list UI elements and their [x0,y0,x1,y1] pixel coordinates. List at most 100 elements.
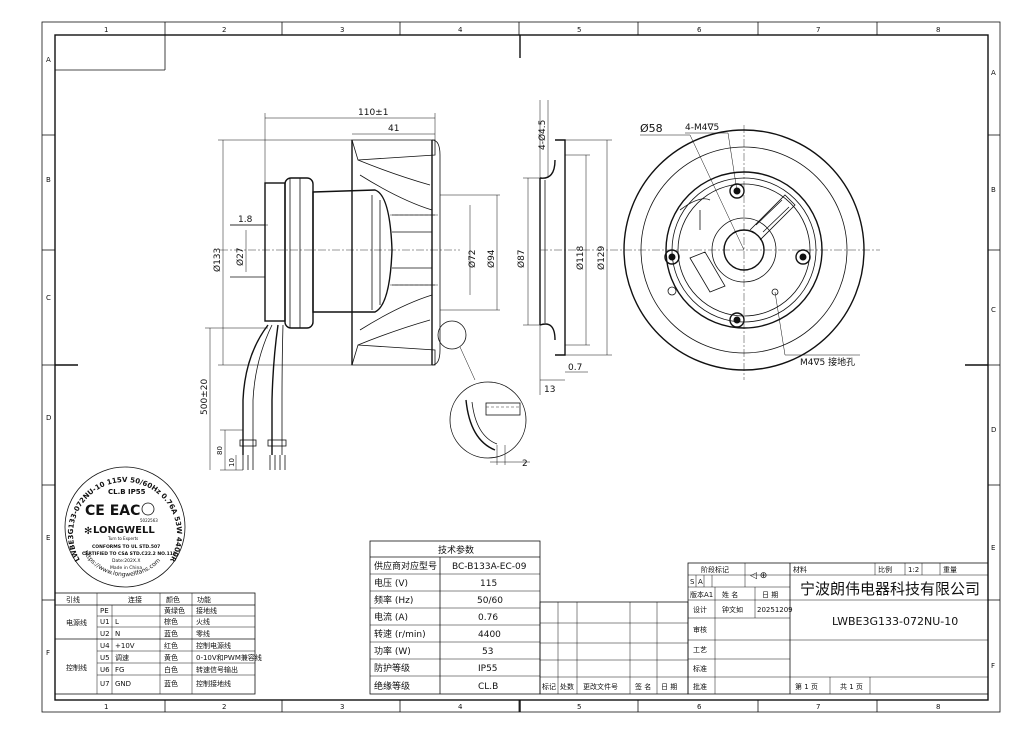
inner-border [54,34,989,701]
svg-text:电流 (A): 电流 (A) [374,611,408,623]
row-label: E [46,534,50,542]
tb-date-h: 日 期 [762,591,778,599]
svg-text:FG: FG [115,666,124,674]
tb-s: S [690,578,695,586]
dim-d133: Ø133 [212,248,223,272]
label-conform2: CERTIFIED TO CSA STD.C22.2 NO.113 [82,551,176,557]
svg-text:绝缘等级: 绝缘等级 [374,680,410,692]
svg-text:CL.B: CL.B [478,682,498,692]
row-label: A [991,69,996,77]
col-label: 1 [104,703,108,711]
dim-flange-07: 0.7 [568,363,582,373]
side-zone-ruler: A B C D E F A B C D E F [42,56,1000,670]
svg-text:零线: 零线 [196,629,210,638]
projection-symbol-icon: ◁ ⊕ [750,571,767,581]
label-spec-line: LWBE3G133-072NU-10 115V 50/60Hz 0.76A 53… [0,0,183,564]
table-row: 防护等级 IP55 [374,662,498,674]
tb-designer: 钟文如 [722,605,743,614]
label-origin: Made in China [110,565,142,571]
label-class: CL.B IP55 [108,488,146,496]
revision-header: 日 期 [661,683,677,691]
tech-title: 技术参数 [438,544,474,556]
col-label: 6 [697,26,702,34]
wiring-table: 引线 连接 颜色 功能 电源线 控制线 PE 黄绿色 接地线 U1 L 棕色 火… [54,592,262,695]
svg-text:U1: U1 [100,618,110,626]
dim-overall-length: 110±1 [358,108,388,118]
svg-text:L: L [115,618,119,626]
detail-view: 2 [437,320,530,469]
tb-design-date: 20251209 [757,606,793,614]
dim-d129: Ø129 [596,245,607,270]
dim-detail-2: 2 [522,459,528,469]
svg-text:U4: U4 [100,642,110,650]
svg-text:防护等级: 防护等级 [374,662,410,674]
svg-text:棕色: 棕色 [164,617,178,626]
svg-text:白色: 白色 [164,665,178,674]
dim-hub-length: 41 [388,124,399,134]
col-label: 6 [697,703,702,711]
svg-text:调速: 调速 [115,653,129,662]
svg-text:转速信号输出: 转速信号输出 [196,665,238,674]
top-zone-ruler: 1 2 3 4 5 6 7 8 [104,22,940,35]
row-label: F [46,649,50,657]
svg-text:U7: U7 [100,680,110,688]
dim-flange-13: 13 [544,385,555,395]
table-row: U7 GND 蓝色 控制接地线 [100,679,231,688]
table-row: U2 N 蓝色 零线 [100,629,210,638]
product-label: LWBE3G133-072NU-10 115V 50/60Hz 0.76A 53… [0,0,186,588]
fan-side-view [220,139,460,470]
tb-review: 审核 [693,625,707,634]
svg-text:IP55: IP55 [478,664,498,674]
wiring-header: 引线 [66,595,80,604]
mounting-hole [664,249,680,265]
table-row: 转速 (r/min)4400 [374,628,501,640]
label-date: Date:202X.X [112,558,140,564]
svg-text:电压 (V): 电压 (V) [374,577,408,589]
svg-text:供应商对应型号: 供应商对应型号 [374,560,437,572]
tb-total: 共 1 页 [840,682,863,691]
fan-front-view: Ø58 4-M4∇5 M4∇5 接地孔 [610,122,880,380]
col-label: 4 [458,26,463,34]
svg-text:LWBE3G133-072NU-10 115V 50/60H: LWBE3G133-072NU-10 115V 50/60Hz 0.76A 53… [0,0,183,564]
row-label: B [991,186,996,194]
col-label: 1 [104,26,108,34]
table-row: 绝缘等级 CL.B [374,680,498,692]
svg-text:U6: U6 [100,666,110,674]
col-label: 3 [340,26,344,34]
svg-text:频率 (Hz): 频率 (Hz) [374,594,413,606]
wiring-header: 连接 [128,595,142,604]
svg-text:接地线: 接地线 [196,606,217,615]
dim-d118: Ø118 [575,245,586,270]
svg-text:4400: 4400 [478,630,501,640]
col-label: 4 [458,703,463,711]
tb-a: A [698,578,703,586]
table-row: U5 调速 黄色 0-10V和PWM兼容线 [100,653,262,662]
svg-text:黄色: 黄色 [164,653,178,662]
tb-part-number: LWBE3G133-072NU-10 [832,615,958,628]
table-row: 频率 (Hz)50/60 [374,594,503,606]
svg-text:控制电源线: 控制电源线 [196,641,231,650]
dim-d27: Ø27 [235,247,246,266]
tb-process: 工艺 [693,646,707,654]
fan-logo-icon: ✻ [84,526,92,537]
table-row: PE 黄绿色 接地线 [100,606,217,615]
table-row: 功率 (W)53 [374,645,493,657]
tb-weight: 重量 [943,566,957,574]
label-brand: LONGWELL [93,525,155,536]
wiring-header: 功能 [197,595,211,604]
svg-text:PE: PE [100,607,109,615]
dim-holes-top: 4-Ø4.5 [537,120,548,150]
tb-material: 材料 [793,565,807,574]
svg-text:功率 (W): 功率 (W) [374,645,411,657]
dim-ground-hole: M4∇5 接地孔 [800,356,855,368]
svg-text:黄绿色: 黄绿色 [164,606,185,615]
table-row: U6 FG 白色 转速信号输出 [100,665,238,674]
row-label: F [991,662,995,670]
tb-design: 设计 [693,605,707,614]
dim-cable-length: 500±20 [200,379,210,415]
col-label: 2 [222,26,226,34]
svg-text:火线: 火线 [196,617,210,626]
csa-mark-icon [141,502,155,516]
revision-header: 处数 [560,682,574,691]
